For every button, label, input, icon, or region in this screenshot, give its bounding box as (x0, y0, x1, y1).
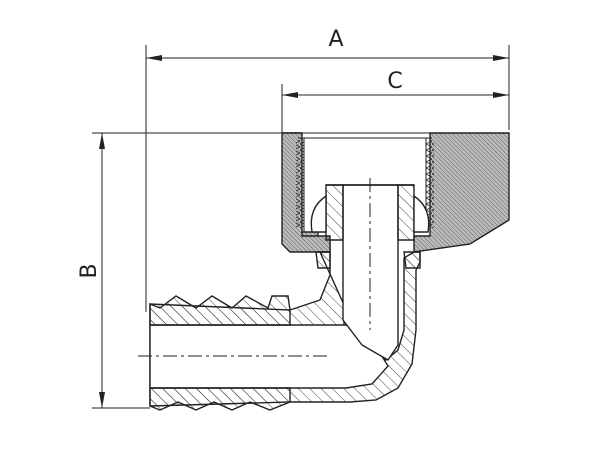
dimension-b: B (77, 133, 105, 408)
dimension-a-label: A (328, 27, 343, 52)
dimension-c-label: C (387, 69, 402, 94)
threaded-nut-section (281, 132, 510, 253)
dimension-b-label: B (77, 263, 102, 278)
dimension-a: A (146, 27, 509, 61)
dimension-c: C (282, 69, 509, 98)
center-lines (138, 178, 371, 357)
elbow-body-section (149, 184, 430, 411)
